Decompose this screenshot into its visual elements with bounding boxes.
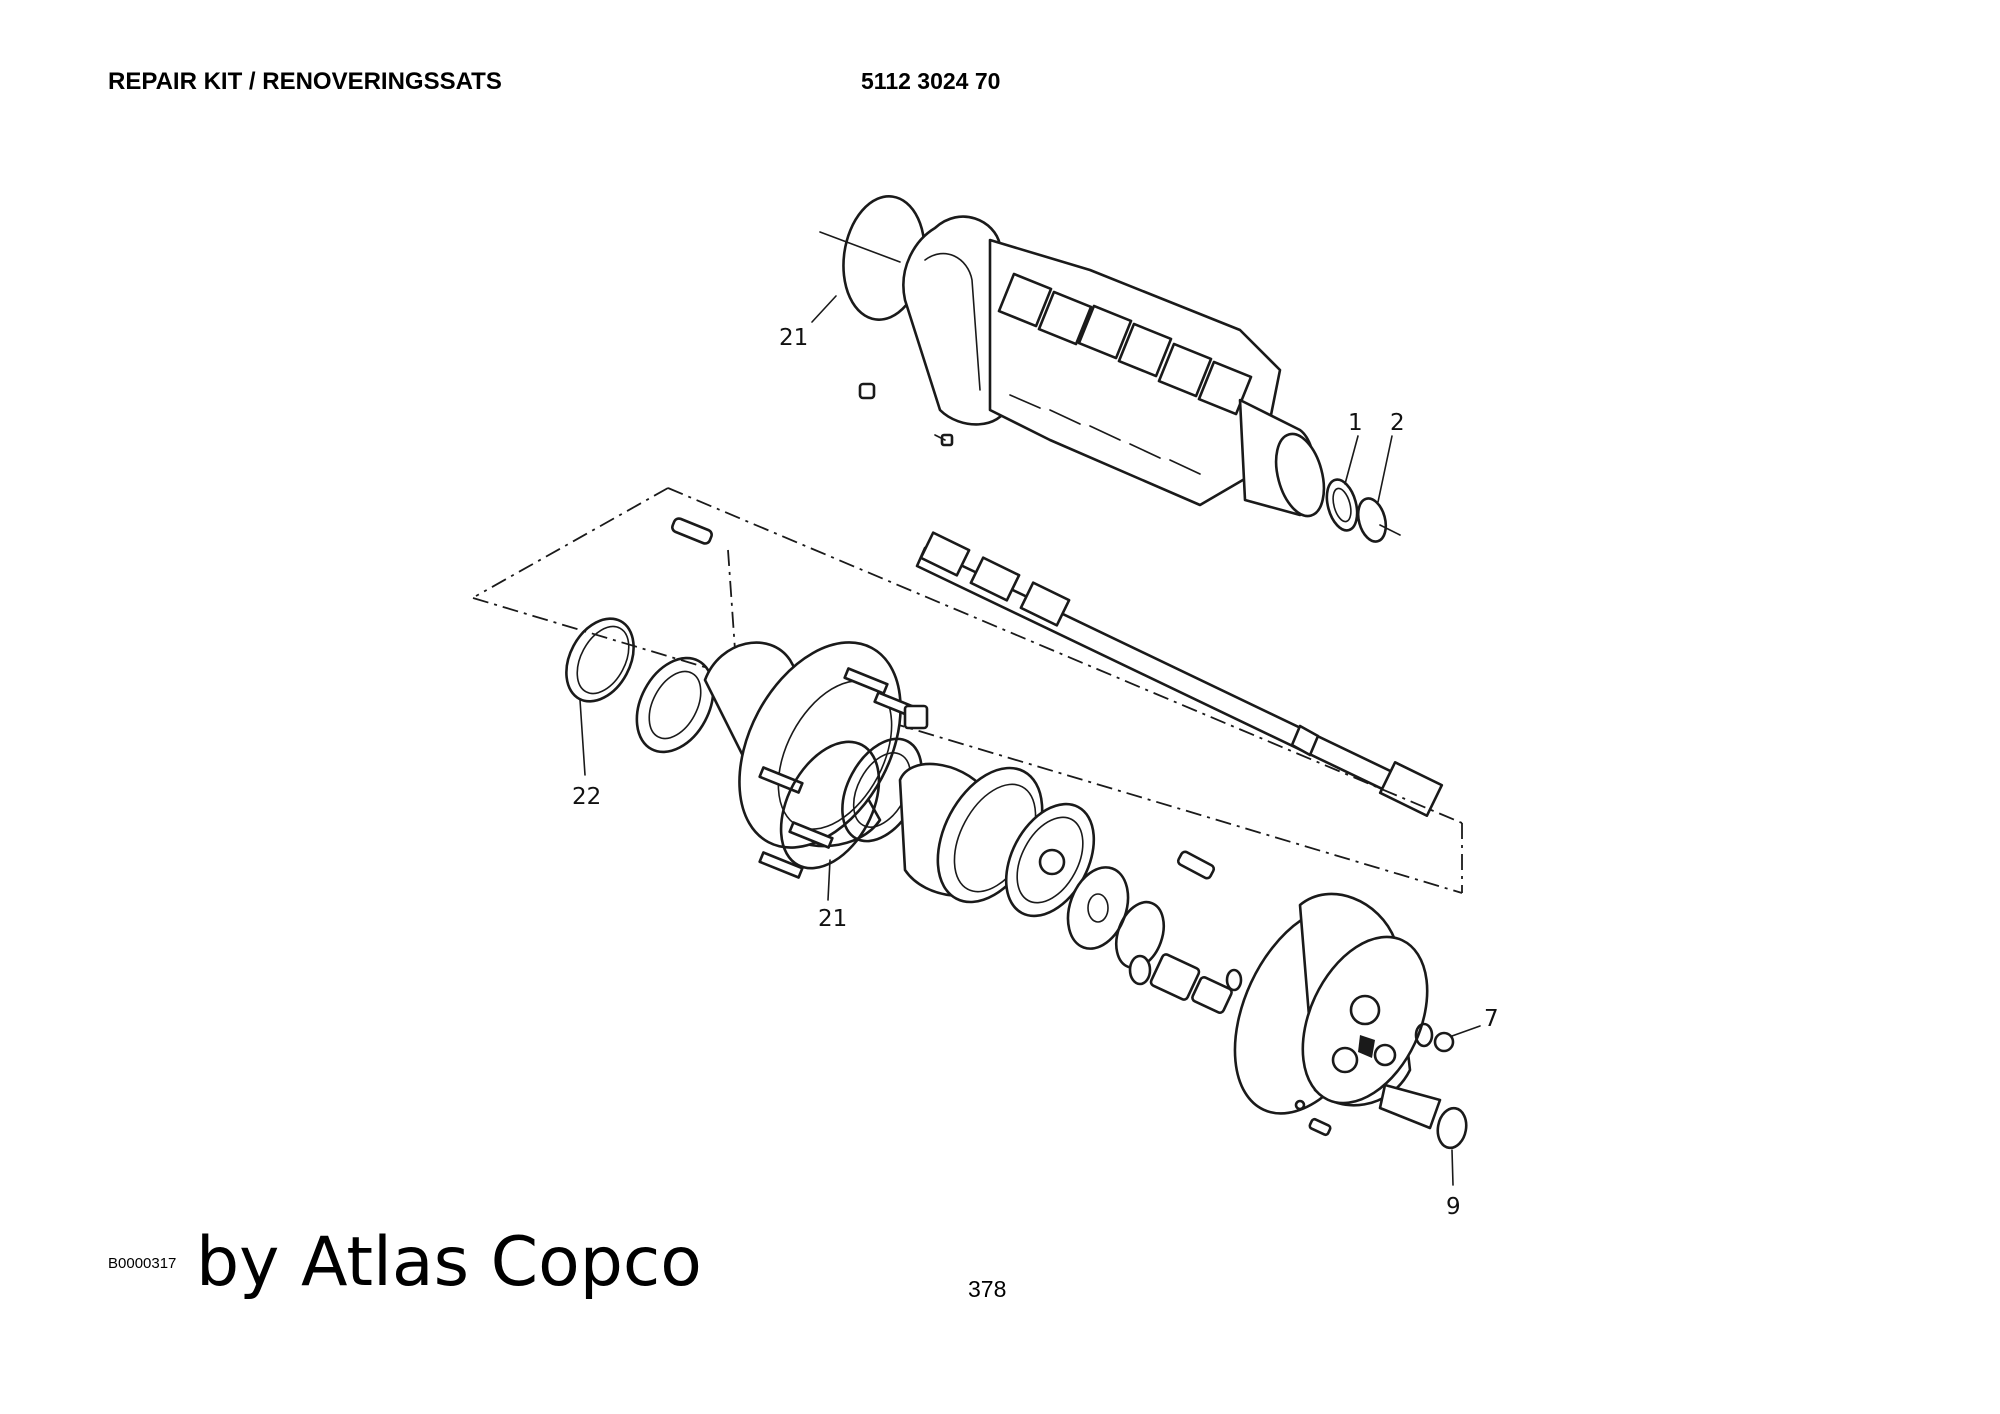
callout-2: 2 (1390, 410, 1405, 436)
wheel-hub-cover (1233, 892, 1481, 1186)
axle-housing (811, 195, 1401, 543)
callout-7: 7 (1484, 1006, 1499, 1032)
callout-1: 1 (1348, 410, 1363, 436)
center-lines (472, 487, 1463, 894)
callout-9: 9 (1446, 1194, 1461, 1220)
watermark: by Atlas Copco (196, 1223, 702, 1302)
bearing-1 (1325, 478, 1359, 532)
page-number: 378 (968, 1276, 1007, 1302)
callout-21-bottom: 21 (818, 906, 847, 932)
plug-7 (1414, 1022, 1434, 1048)
callout-22: 22 (572, 784, 601, 810)
o-ring-9 (1436, 1106, 1468, 1150)
o-ring-bottom (779, 740, 881, 870)
drive-shaft (915, 531, 1444, 817)
seal-2 (1356, 497, 1388, 543)
figure-code: B0000317 (108, 1255, 177, 1272)
part-number: 5112 3024 70 (861, 68, 1001, 94)
callout-21-top: 21 (779, 325, 808, 351)
hub-assembly (565, 517, 1243, 1014)
seal-ring-22 (565, 617, 635, 703)
page-title: REPAIR KIT / RENOVERINGSSATS (108, 68, 502, 95)
